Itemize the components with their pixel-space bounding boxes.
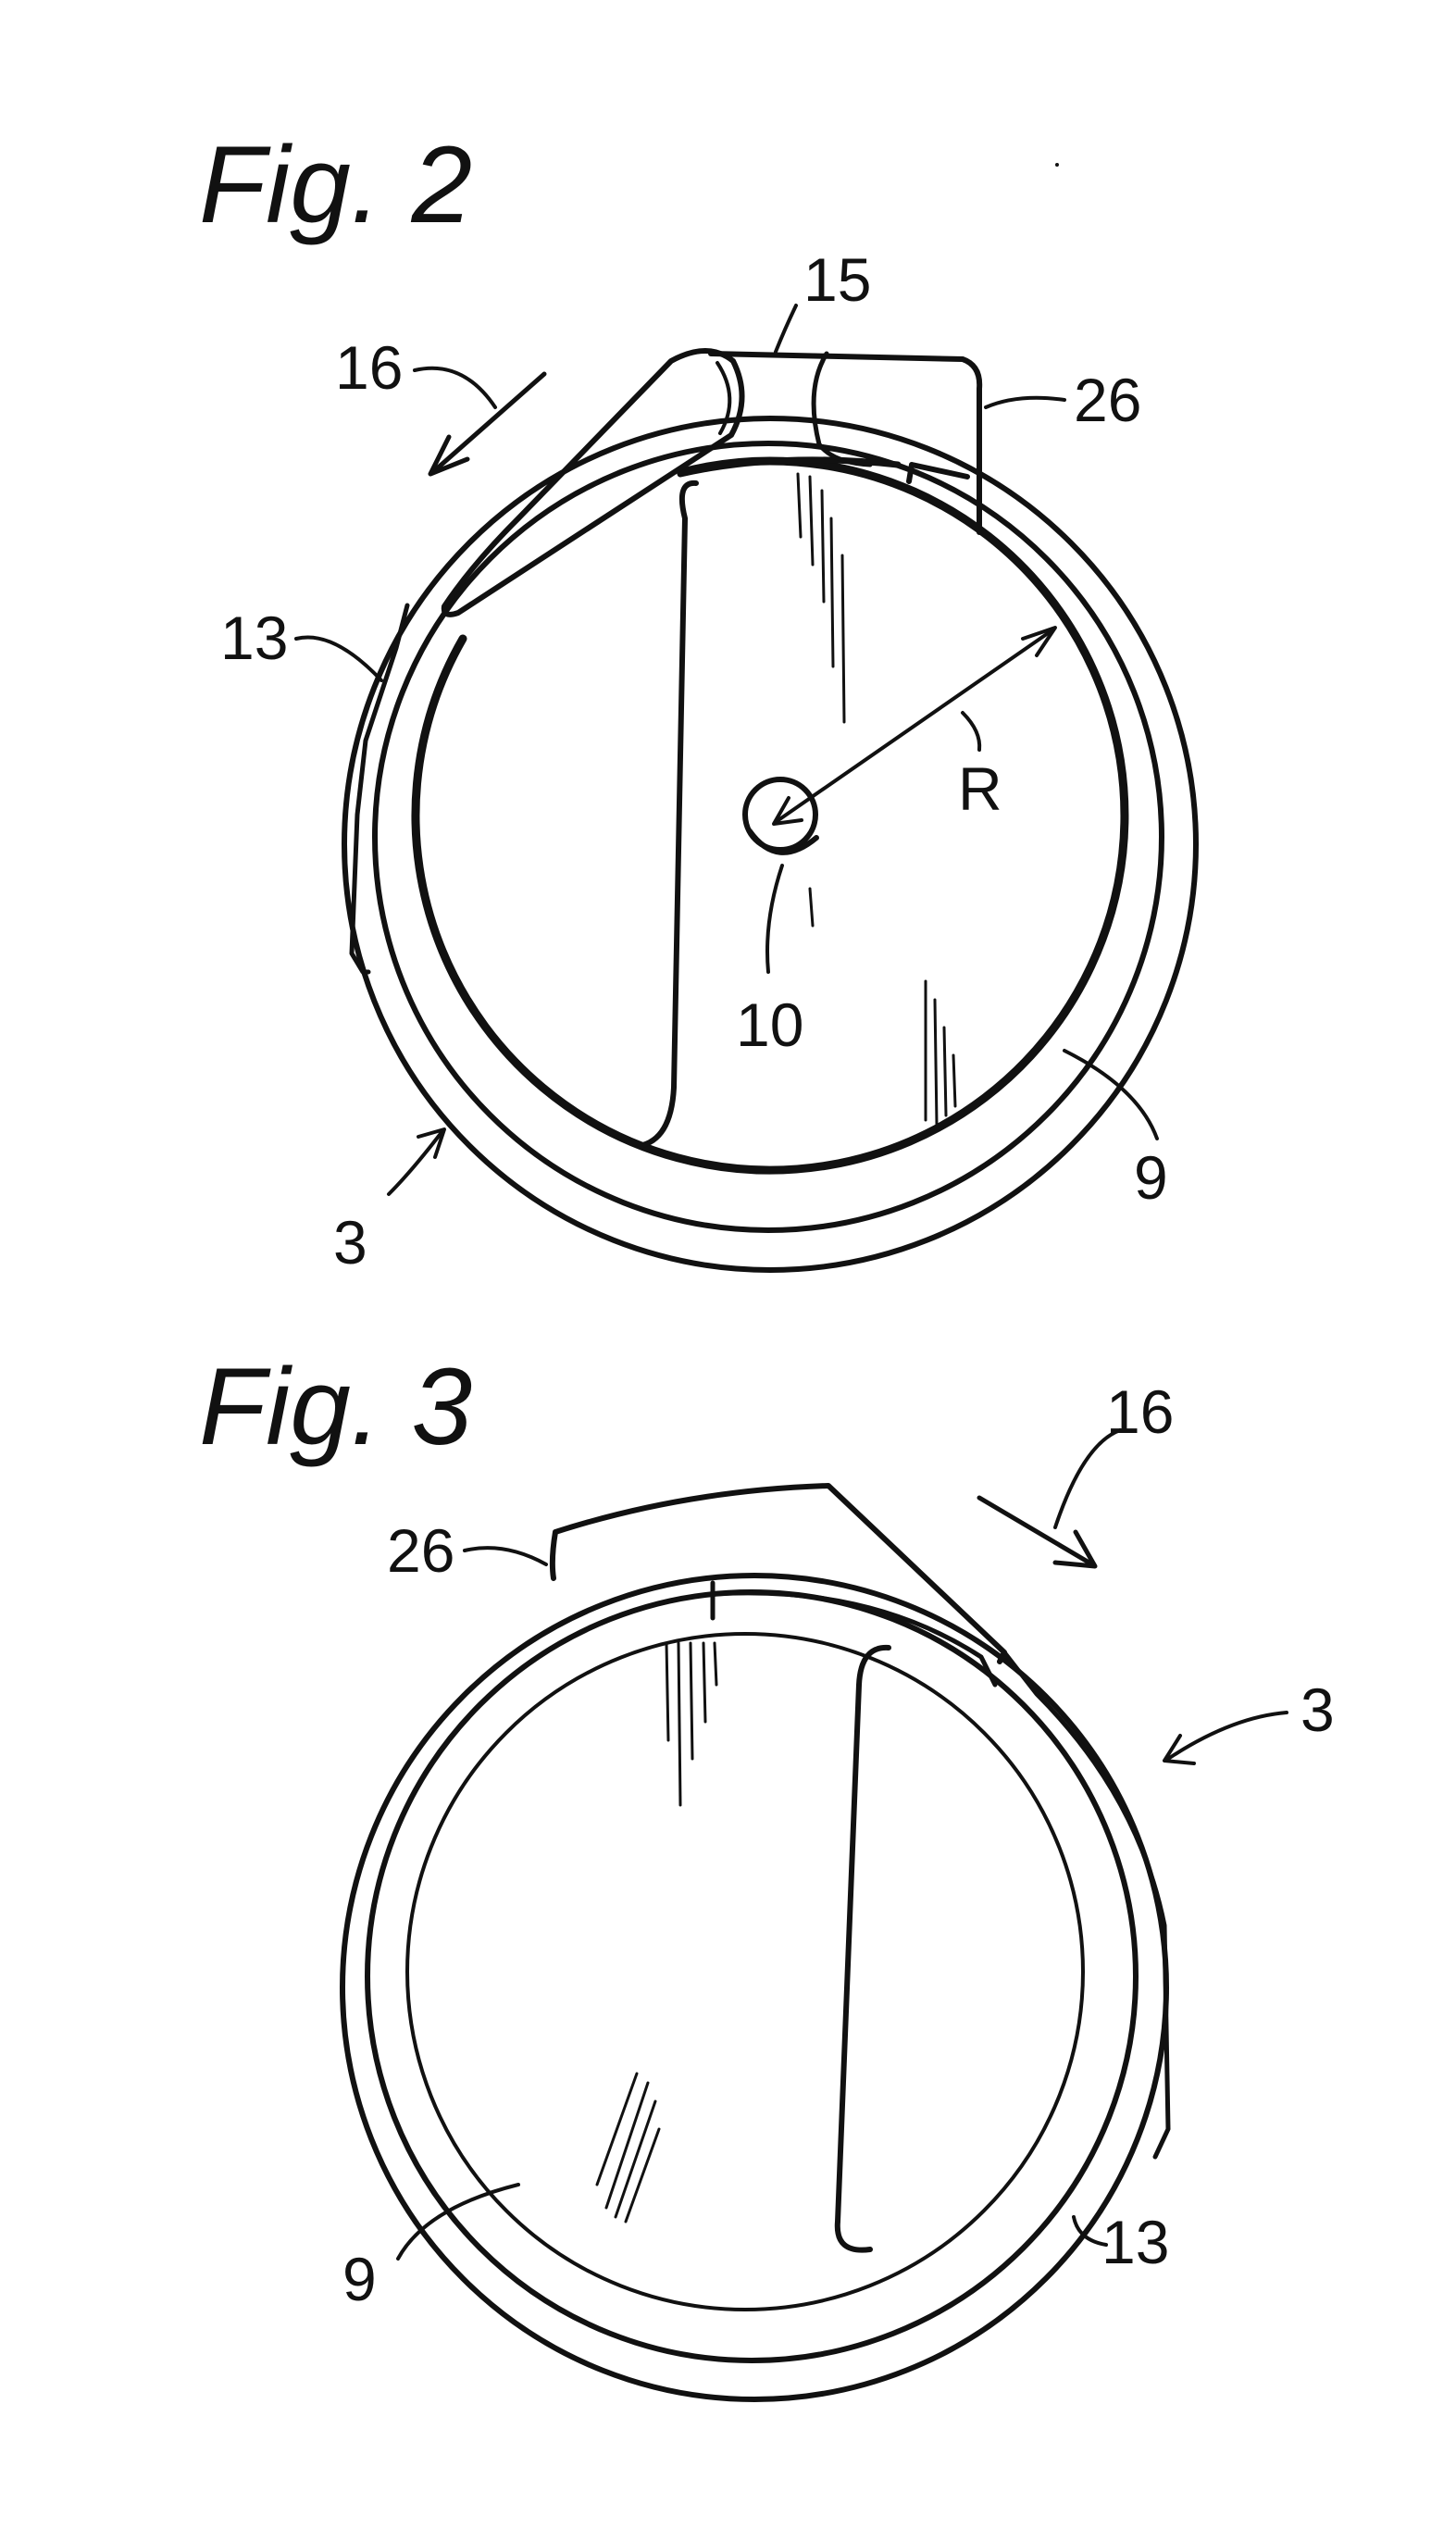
- fig2-disc-edge: [416, 461, 1125, 1170]
- fig2-flat-band: [639, 483, 696, 1146]
- fig2-label-26: 26: [1074, 366, 1141, 434]
- fig2-leader-26: [986, 398, 1064, 407]
- fig2-label-3: 3: [333, 1208, 367, 1277]
- fig2-label-13: 13: [220, 604, 288, 672]
- fig2-leader-10: [767, 866, 782, 972]
- fig3-label-26: 26: [387, 1516, 454, 1585]
- fig2-label-16: 16: [335, 333, 403, 402]
- fig3-step-13: [1004, 1652, 1168, 2157]
- fig2-rotation-arrow: [435, 374, 544, 470]
- fig3-label-3: 3: [1300, 1675, 1335, 1744]
- fig3-leader-3: [1168, 1713, 1287, 1759]
- fig3-label-16: 16: [1106, 1377, 1174, 1446]
- fig3-inner-disc: [407, 1634, 1083, 2310]
- fig2-middle-ring: [375, 443, 1162, 1230]
- fig2-leader-9: [1064, 1051, 1157, 1139]
- fig3-hatching: [597, 1643, 716, 2222]
- fig3-title: Fig. 3: [199, 1346, 472, 1468]
- fig2-radius-arrowhead-inner: [774, 798, 802, 824]
- fig2-radius-line: [776, 629, 1053, 822]
- fig2-label-10: 10: [736, 990, 803, 1059]
- fig2-outer-ring: [344, 418, 1196, 1270]
- fig2-leader-R: [963, 713, 979, 750]
- fig2-title: Fig. 2: [199, 124, 472, 246]
- fig3-label-13: 13: [1101, 2208, 1169, 2276]
- scan-speck: [1055, 163, 1059, 167]
- fig3-flat-band: [838, 1648, 889, 2250]
- fig3-label-9: 9: [342, 2245, 377, 2313]
- fig2-label-R: R: [958, 754, 1002, 823]
- fig2-leader-13: [296, 637, 381, 680]
- fig2-label-9: 9: [1134, 1143, 1168, 1212]
- fig3-leader-26: [465, 1548, 546, 1564]
- fig2-leader-3: [389, 1131, 442, 1194]
- fig2-leader-16: [415, 368, 495, 407]
- fig2-hatching: [798, 474, 955, 1125]
- figure-2: [296, 305, 1196, 1270]
- fig2-leader-15: [776, 305, 796, 352]
- fig3-middle-ring: [367, 1592, 1136, 2360]
- fig2-label-15: 15: [803, 245, 871, 314]
